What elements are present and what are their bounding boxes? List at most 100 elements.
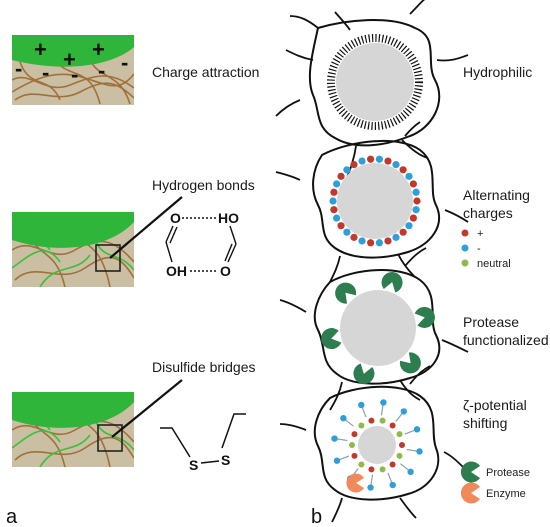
protease-ring [321, 272, 435, 384]
plus-sign: + [63, 47, 76, 72]
charge-attraction-block: + + + - - - - - [12, 35, 134, 105]
minus-sign: - [98, 58, 105, 83]
charge-dot [367, 155, 375, 163]
charge-dot [330, 188, 338, 196]
shifting-dot [331, 435, 338, 442]
charge-dot [358, 461, 365, 468]
protease-shape [399, 352, 421, 374]
protease-shape [353, 363, 375, 384]
svg-text:O: O [220, 263, 231, 279]
hydrophilic-particle [275, 0, 469, 181]
protease-label-line1: Protease [463, 314, 519, 330]
shifting-dot [389, 481, 396, 489]
charge-dot [375, 155, 383, 163]
minus-sign: - [15, 56, 22, 81]
pointer-line [111, 379, 183, 438]
charge-dot [337, 172, 345, 180]
shifting-dot [400, 408, 408, 415]
charge-dot [389, 422, 396, 429]
charge-dot [350, 161, 358, 169]
charge-dot [329, 197, 337, 205]
alternating-label-line2: charges [463, 205, 513, 221]
charge-dot [392, 233, 400, 241]
charge-dot [343, 228, 351, 236]
charge-dot [368, 466, 375, 473]
alternating-label-line1: Alternating [463, 187, 530, 203]
negative-dot [461, 244, 469, 252]
charge-dot [389, 461, 396, 468]
charge-dot [384, 157, 392, 165]
hydrogen-bond-structure: O HO OH O [165, 210, 239, 279]
protease-shape [321, 328, 342, 350]
charge-dot [333, 214, 341, 222]
minus-sign: - [42, 60, 49, 85]
charge-dot [330, 206, 338, 214]
svg-text:Enzyme: Enzyme [486, 488, 526, 500]
svg-text:OH: OH [166, 263, 187, 279]
shifting-dot [340, 414, 347, 422]
charge-dot [409, 214, 417, 222]
svg-text:+: + [477, 228, 483, 240]
charge-dot [351, 431, 358, 438]
protease-enzyme-legend: Protease Enzyme [460, 461, 530, 504]
charge-dot [367, 239, 375, 247]
hydrophilic-label: Hydrophilic [463, 64, 532, 80]
charge-dot [399, 442, 405, 448]
charge-ring [329, 155, 421, 247]
charge-dot [375, 239, 383, 247]
charge-dot [358, 237, 366, 245]
disulfide-bridges-block [12, 392, 134, 467]
charge-dot [399, 166, 407, 174]
protease-shape [335, 282, 357, 304]
charge-dot [399, 228, 407, 236]
svg-text:O: O [170, 210, 181, 226]
charge-dot [368, 417, 375, 424]
svg-text:-: - [477, 243, 481, 255]
charge-dot [333, 180, 341, 188]
charge-dot [349, 442, 355, 448]
panel-b-letter: b [311, 506, 322, 527]
charge-dot [337, 222, 345, 230]
shifting-dot [333, 457, 341, 464]
charge-dot [350, 233, 358, 241]
shifting-dot [367, 484, 374, 491]
protease-shape [381, 272, 403, 293]
charge-attraction-label: Charge attraction [152, 64, 259, 80]
panel-a-letter: a [6, 506, 18, 527]
protease-legend-icon [460, 461, 480, 483]
charge-dot [412, 206, 420, 214]
protease-functionalized-particle [279, 247, 469, 411]
charge-dot [379, 417, 386, 424]
charge-dot [379, 466, 386, 473]
svg-text:HO: HO [218, 210, 239, 226]
charge-dot [358, 422, 365, 429]
charge-dot [412, 188, 420, 196]
plus-sign: + [92, 37, 105, 62]
charge-dot [409, 180, 417, 188]
neutral-dot [461, 259, 469, 267]
minus-sign: - [71, 62, 78, 87]
charge-dot [384, 237, 392, 245]
zeta-potential-particle [279, 365, 465, 523]
charge-dot [396, 431, 403, 438]
svg-text:Protease: Protease [486, 467, 530, 479]
disulfide-bridges-label: Disulfide bridges [152, 359, 256, 375]
charge-legend: + - neutral [461, 228, 511, 270]
minus-sign: - [121, 50, 128, 75]
charge-dot [396, 452, 403, 459]
shifting-dot [358, 401, 365, 409]
charge-dot [358, 157, 366, 165]
svg-text:S: S [189, 457, 198, 473]
charge-dot [413, 197, 421, 205]
charge-dot [343, 166, 351, 174]
zeta-label-line1: ζ-potential [463, 397, 527, 413]
pointer-line [109, 196, 183, 259]
charge-dot [392, 161, 400, 169]
shifting-dot [416, 448, 423, 455]
charge-dot [405, 172, 413, 180]
hydrogen-bonds-label: Hydrogen bonds [152, 177, 255, 193]
shifting-dot [413, 426, 421, 433]
alternating-charges-particle [275, 121, 469, 283]
hydrogen-bonds-block [12, 212, 134, 287]
